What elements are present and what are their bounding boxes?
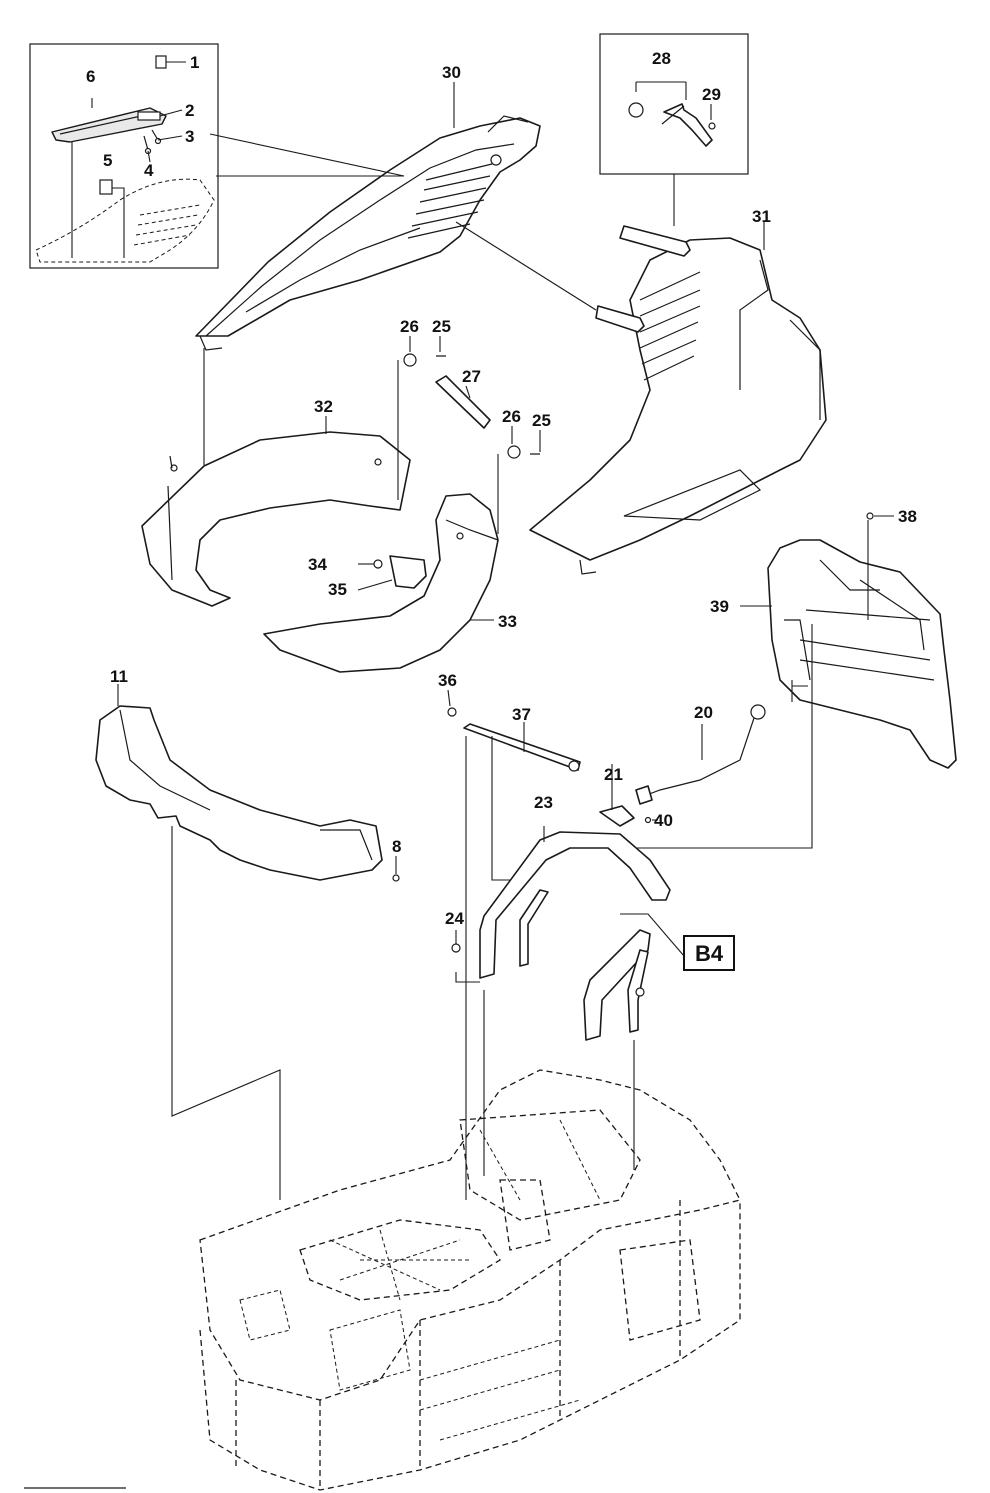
- callout-36: 36: [438, 671, 457, 690]
- callout-38: 38: [898, 507, 917, 526]
- part-33-deflector: [263, 454, 499, 673]
- part-11-bumper: [95, 684, 400, 1200]
- callout-34: 34: [308, 555, 327, 574]
- part-39-panel: [740, 512, 957, 769]
- callout-1: 1: [190, 53, 199, 72]
- callout-25a: 25: [432, 317, 451, 336]
- part-31-rear-cover: [455, 221, 827, 575]
- callout-27: 27: [462, 367, 481, 386]
- chassis-dashed: [199, 1069, 741, 1491]
- part-28-knob: [628, 102, 644, 118]
- callout-23: 23: [534, 793, 553, 812]
- callout-37: 37: [512, 705, 531, 724]
- callout-4: 4: [144, 161, 154, 180]
- callout-35: 35: [328, 580, 347, 599]
- reference-b4[interactable]: B4: [683, 935, 735, 971]
- callout-2: 2: [185, 101, 194, 120]
- callout-33: 33: [498, 612, 517, 631]
- part-35-bracket: [357, 555, 427, 591]
- callout-20: 20: [694, 703, 713, 722]
- part-32-deflector: [141, 360, 411, 607]
- callout-6: 6: [86, 67, 95, 86]
- part-5-shape: [99, 179, 113, 195]
- callout-8: 8: [392, 837, 401, 856]
- part-21-plate: [599, 805, 635, 827]
- inset-box-left: [29, 43, 219, 269]
- callout-11: 11: [110, 667, 128, 686]
- callout-32: 32: [314, 397, 333, 416]
- part-34-screw: [373, 559, 383, 569]
- part-37-rod: [447, 689, 581, 1200]
- part-27-strap-assembly: [403, 336, 541, 459]
- part-20-cable: [599, 624, 813, 849]
- inset-box-right: [599, 33, 749, 226]
- callout-5: 5: [103, 151, 112, 170]
- part-2-shape: [137, 111, 161, 121]
- part-28-handle-mounted: [619, 225, 691, 257]
- callout-21: 21: [604, 765, 623, 784]
- callout-26a: 26: [400, 317, 419, 336]
- callout-28: 28: [652, 49, 671, 68]
- callout-24: 24: [445, 909, 464, 928]
- callout-39: 39: [710, 597, 729, 616]
- part-30-front-cover: [195, 82, 541, 465]
- callout-3: 3: [185, 127, 194, 146]
- part-1-shape: [155, 55, 167, 69]
- callout-29: 29: [702, 85, 721, 104]
- callout-30: 30: [442, 63, 461, 82]
- callout-31: 31: [752, 207, 771, 226]
- part-40-screw: [644, 816, 652, 824]
- callout-26b: 26: [502, 407, 521, 426]
- callout-25b: 25: [532, 411, 551, 430]
- callout-40: 40: [654, 811, 673, 830]
- part-23-frame: [451, 826, 685, 1176]
- part-28-handle: [663, 103, 713, 147]
- part-24-bolt: [451, 943, 461, 953]
- reference-b4-label: B4: [695, 941, 724, 966]
- callouts: 1 2 3 4 5 6 8 11 20 21 23 24 25 25 26 26…: [86, 49, 917, 928]
